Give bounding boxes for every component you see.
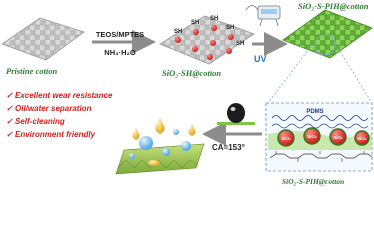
water-drop [181,141,191,151]
contact-angle-label: CA=153° [212,143,245,152]
pih-cotton-fabric [282,9,373,59]
thiol-label: SH [210,16,218,22]
oil-drop [155,118,165,134]
water-drop [173,129,179,135]
sh-cotton-fabric [159,15,255,65]
diagram-canvas: Pristine cotton TEOS/MPTES NH₃·H₂O SH SH… [1,1,373,186]
silica-particle [175,37,181,43]
pdms-chain [271,115,369,121]
property-text: Oil/water separation [15,104,92,113]
sh-cotton-label: SiO₂-SH@cotton [162,68,221,78]
zoom-panel-label: SiO₂-S-PIH@cotton [282,177,344,186]
thiol-label: SH [236,41,244,47]
thiol-label: SH [174,29,182,35]
property-item: ✓ Oil/water separation [6,104,92,113]
sio2-label: SiO₂ [307,134,317,139]
zoom-guide-lines [267,34,373,104]
zoom-structure-panel: SiO₂ SiO₂ SiO₂ SiO₂ [265,102,373,172]
reagent-teos-mptes: TEOS/MPTES [96,30,144,39]
property-item: ✓ Self-cleaning [6,117,65,126]
sio2-sphere [354,130,370,146]
diagram-svg: Pristine cotton TEOS/MPTES NH₃·H₂O SH SH… [1,1,373,186]
silica-particle [228,34,234,40]
thiol-labels: SH SH SH SH SH [174,16,244,47]
property-item: ✓ Environment friendly [6,130,96,139]
property-check-icon: ✓ [6,91,13,100]
properties-list: ✓ Excellent wear resistance ✓ Oil/water … [6,91,113,139]
sio2-label: SiO₂ [281,136,291,141]
silica-particle [192,46,198,52]
property-check-icon: ✓ [6,130,13,139]
sio2-label: SiO₂ [333,135,343,140]
sio2-sphere [303,127,321,145]
silica-particles-sh [175,25,234,60]
silica-particle [211,25,217,31]
water-droplet [227,103,245,123]
silica-particle [226,48,232,54]
contact-angle-droplet [217,103,255,125]
property-check-icon: ✓ [6,117,13,126]
uv-reactor-icon [245,5,281,27]
water-drop [129,153,135,159]
property-text: Environment friendly [15,130,96,139]
pih-cotton-label: SiO₂-S-PIH@cotton [298,1,369,11]
pristine-cotton-label: Pristine cotton [6,66,58,76]
silica-particle [193,29,199,35]
water-drop [162,148,170,156]
silica-particle [210,40,216,46]
oil-drop [188,124,196,136]
water-drop [139,136,153,150]
sio2-label: SiO₂ [357,136,367,141]
sio2-sphere [277,129,295,147]
pdms-chain [271,123,369,129]
superhydrophobic-surface-illustration [115,118,205,175]
sio2-sphere [329,128,347,146]
thiol-label: SH [226,25,234,31]
thiol-label: SH [191,20,199,26]
reagent-ammonia: NH₃·H₂O [104,48,136,57]
property-text: Excellent wear resistance [15,91,113,100]
oil-drop [148,160,160,166]
pdms-label: PDMS [306,109,323,115]
cellulose-chain [269,153,373,159]
pristine-cotton-fabric [1,17,85,61]
uv-label: UV [254,54,267,64]
property-text: Self-cleaning [15,117,65,126]
oil-drop [132,128,140,140]
property-item: ✓ Excellent wear resistance [6,91,113,100]
silica-particle [207,54,213,60]
property-check-icon: ✓ [6,104,13,113]
